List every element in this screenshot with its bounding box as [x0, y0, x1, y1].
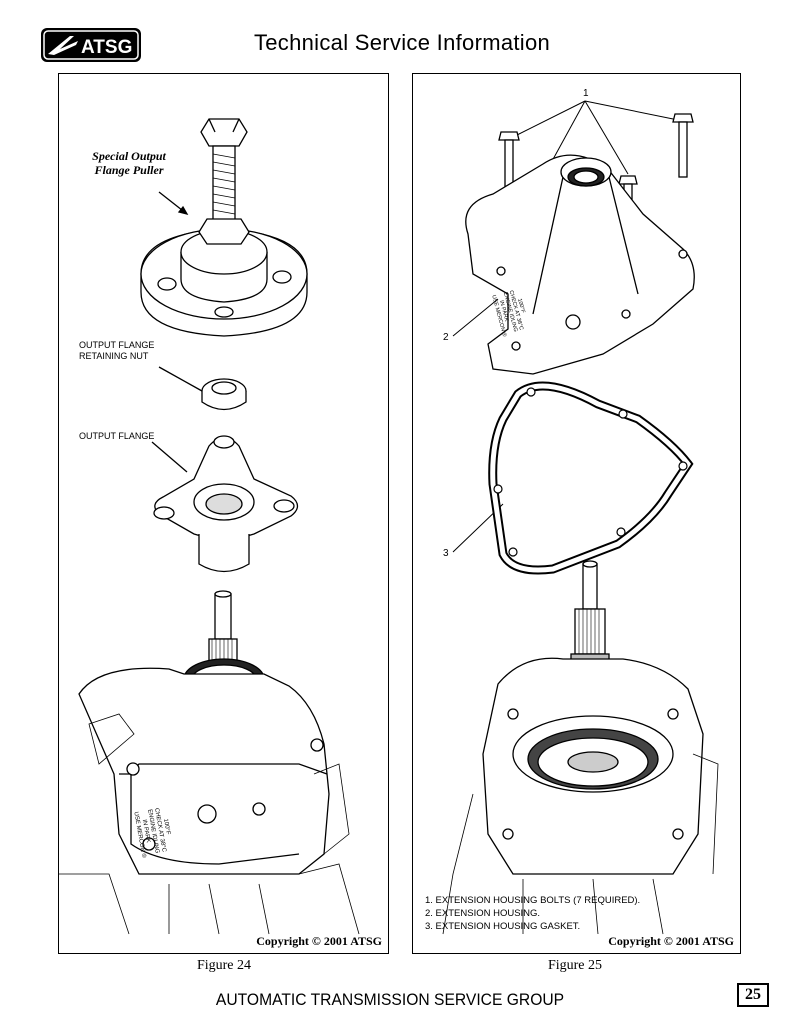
page-number: 25 — [737, 983, 769, 1007]
atsg-logo-graphic: ATSG — [41, 28, 141, 62]
svg-text:100°F: 100°F — [162, 818, 171, 835]
footer-text: AUTOMATIC TRANSMISSION SERVICE GROUP — [215, 990, 565, 1009]
page-title: Technical Service Information — [253, 30, 551, 55]
figure-24-copyright: Copyright © 2001 ATSG — [256, 934, 382, 948]
figure-24-caption: Figure 24 — [196, 958, 252, 973]
callout-1: 1 — [583, 88, 589, 99]
output-flange-label: OUTPUT FLANGE — [79, 431, 155, 441]
figure-25-caption: Figure 25 — [547, 958, 603, 973]
svg-text:100°F: 100°F — [516, 298, 526, 314]
logo-text: ATSG — [81, 37, 132, 58]
figure-24-panel: 100°F CHECK AT 38°C ENGINE IDLING IN PAR… — [58, 73, 389, 954]
legend-item: 2. EXTENSION HOUSING. — [425, 908, 541, 919]
special-puller-label: Special Output Flange Puller — [92, 149, 166, 177]
figure-25-copyright: Copyright © 2001 ATSG — [608, 934, 734, 948]
figure-24-illustration: 100°F CHECK AT 38°C ENGINE IDLING IN PAR… — [59, 118, 360, 935]
callout-2: 2 — [443, 332, 449, 343]
svg-text:IN PARK: IN PARK — [141, 819, 151, 843]
legend-item: 1. EXTENSION HOUSING BOLTS (7 REQUIRED). — [425, 895, 641, 906]
legend-item: 3. EXTENSION HOUSING GASKET. — [425, 921, 581, 932]
svg-text:IN PARK: IN PARK — [498, 300, 509, 323]
atsg-logo: ATSG — [40, 27, 142, 63]
retaining-nut-label: OUTPUT FLANGE RETAINING NUT — [79, 340, 155, 361]
figure-25-legend: 1. EXTENSION HOUSING BOLTS (7 REQUIRED).… — [425, 894, 640, 933]
callout-3: 3 — [443, 548, 449, 559]
